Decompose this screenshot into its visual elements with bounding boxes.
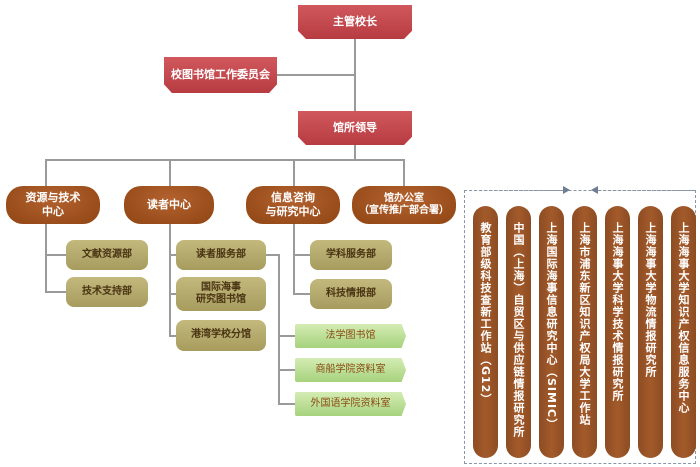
unit-label: 国际海事 研究图书馆 [196,281,246,306]
unit-label: 文献资源部 [82,248,132,260]
station-label: 上海海事大学科学技术情报研究所 [611,222,624,402]
branch-law-library: 法学图书馆 [295,324,406,348]
department-label: 馆办公室 （宣传推广部合署） [359,192,449,217]
station-label: 上海市浦东新区知识产权局大学工作站 [578,222,591,426]
connector [293,293,310,295]
committee-label: 校图书馆工作委员会 [171,68,270,82]
unit-tech-support: 技术支持部 [66,277,148,307]
principal-box: 主管校长 [298,5,412,39]
department-label: 读者中心 [147,198,191,212]
branch-label: 法学图书馆 [325,329,376,341]
unit-subject-services: 学科服务部 [310,240,392,270]
station-label: 上海海事大学物流情报研究所 [644,222,657,378]
connector [278,403,295,405]
unit-label: 读者服务部 [196,248,246,260]
connector [293,159,295,187]
principal-label: 主管校长 [333,15,377,29]
leadership-label: 馆所领导 [333,121,377,135]
connector [45,254,66,256]
station-label: 教育部级科技查新工作站（G12） [479,222,492,406]
unit-label: 港湾学校分馆 [191,329,251,341]
connector [403,159,405,187]
committee-box: 校图书馆工作委员会 [164,57,277,93]
unit-label: 技术支持部 [82,285,132,297]
department-reader: 读者中心 [124,186,214,224]
unit-reader-services: 读者服务部 [176,240,266,270]
connector [45,159,47,187]
connector [169,293,176,295]
branch-label: 外国语学院资料室 [310,397,391,409]
station-ftz-supply-chain: 中国（上海）自贸区与供应链情报研究所 [506,206,531,458]
station-sci-tech-intel-institute: 上海海事大学科学技术情报研究所 [605,206,630,458]
dashed-arrow-line-right [598,190,694,191]
arrow-left-icon [591,186,598,194]
department-info-research: 信息咨询 与研究中心 [246,186,340,224]
branch-label: 商船学院资料室 [315,363,386,375]
connector [169,224,171,336]
branch-foreign-lang-room: 外国语学院资料室 [295,392,406,416]
connector [266,254,279,256]
department-office: 馆办公室 （宣传推广部合署） [352,186,456,224]
station-label: 中国（上海）自贸区与供应链情报研究所 [512,222,525,438]
connector [354,144,356,160]
department-resource-tech: 资源与技术 中心 [6,186,100,224]
connector [45,291,66,293]
station-novelty-search: 教育部级科技查新工作站（G12） [473,206,498,458]
department-label: 资源与技术 中心 [25,191,81,218]
connector [278,335,295,337]
connector [276,74,355,76]
leadership-box: 馆所领导 [298,111,412,145]
connector [293,224,295,294]
connector [278,254,280,404]
unit-harbor-school-branch: 港湾学校分馆 [176,320,266,351]
station-ip-info-service: 上海海事大学知识产权信息服务中心 [671,206,696,458]
department-label: 信息咨询 与研究中心 [265,191,321,218]
connector [278,369,295,371]
station-label: 上海海事大学知识产权信息服务中心 [677,222,690,414]
unit-label: 学科服务部 [326,248,376,260]
branch-merchant-marine-room: 商船学院资料室 [295,358,406,382]
connector [354,38,356,112]
connector [169,159,171,187]
connector [293,254,310,256]
unit-label: 科技情报部 [326,287,376,299]
connector [169,335,176,337]
connector [45,224,47,292]
connector [169,254,176,256]
arrow-right-icon [563,186,570,194]
station-label: 上海国际海事信息研究中心（SIMIC） [545,222,558,431]
unit-sci-tech-intel: 科技情报部 [310,279,392,309]
unit-maritime-library: 国际海事 研究图书馆 [176,277,266,311]
station-logistics-intel: 上海海事大学物流情报研究所 [638,206,663,458]
unit-literature-resources: 文献资源部 [66,240,148,270]
station-simic: 上海国际海事信息研究中心（SIMIC） [539,206,564,458]
station-pudong-ip: 上海市浦东新区知识产权局大学工作站 [572,206,597,458]
dashed-arrow-line-left [464,190,564,191]
connector [45,159,404,161]
